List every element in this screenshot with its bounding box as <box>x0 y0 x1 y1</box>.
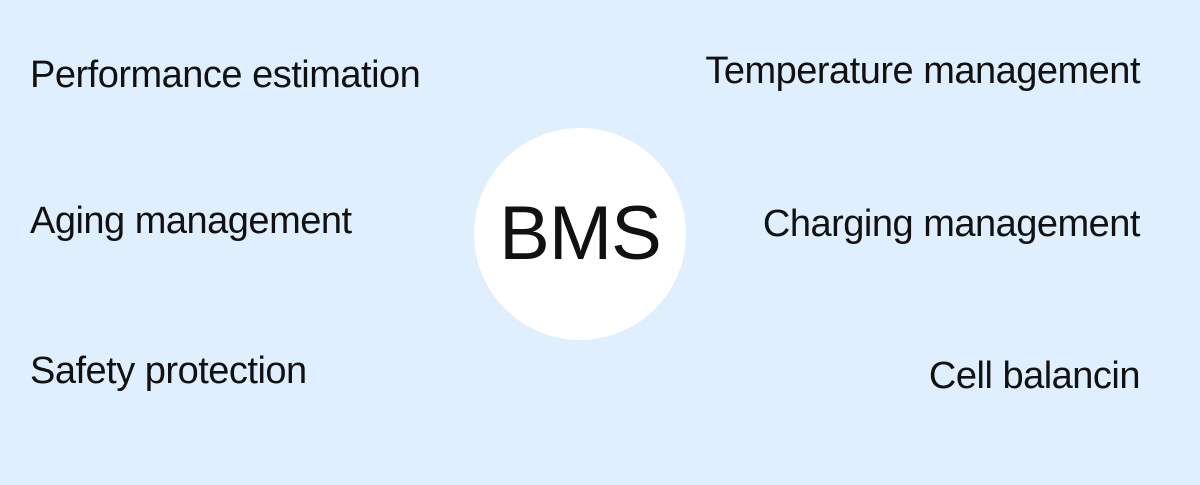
function-label-temperature-management: Temperature management <box>705 50 1140 92</box>
bms-center-circle: BMS <box>474 128 686 340</box>
function-label-safety-protection: Safety protection <box>30 350 307 392</box>
function-label-charging-management: Charging management <box>762 203 1141 245</box>
bms-center-label: BMS <box>499 191 662 276</box>
function-label-cell-balancing: Cell balancin <box>928 355 1141 397</box>
function-label-performance-estimation: Performance estimation <box>30 54 421 96</box>
function-label-aging-management: Aging management <box>30 200 352 242</box>
